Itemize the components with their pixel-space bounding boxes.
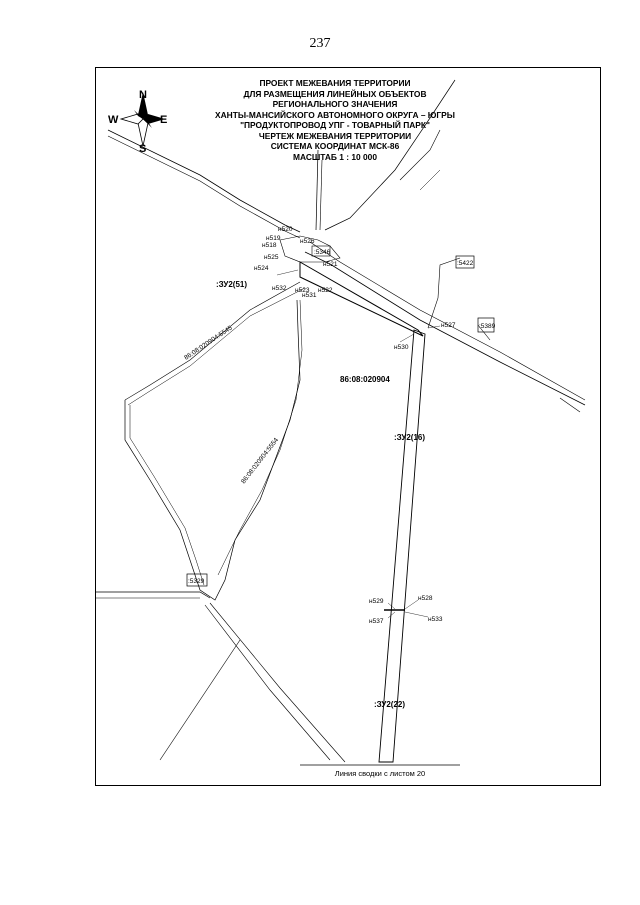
boundary-loop — [124, 299, 301, 601]
point-n523: н523 — [295, 287, 310, 294]
zone-label-zu16: :ЗУ2(16) — [394, 433, 425, 442]
point-n533: н533 — [428, 616, 443, 623]
title-line: ПРОЕКТ МЕЖЕВАНИЯ ТЕРРИТОРИИ — [259, 78, 411, 88]
compass-west-label: W — [108, 114, 119, 126]
map-frame — [95, 67, 601, 786]
road-northwest-edge — [107, 135, 301, 239]
road-northeast — [324, 79, 456, 231]
point-n522: н522 — [318, 287, 333, 294]
point-n525: н525 — [264, 254, 279, 261]
point-n537: н537 — [369, 618, 384, 625]
title-line: РЕГИОНАЛЬНОГО ЗНАЧЕНИЯ — [272, 99, 398, 109]
boundary-5554 — [217, 299, 303, 576]
road-south-2 — [209, 602, 346, 763]
quarter-label: 86:08:020904 — [340, 375, 390, 384]
title-line: СИСТЕМА КООРДИНАТ МСК-86 — [270, 141, 400, 151]
road-north — [315, 149, 319, 231]
road-southwest — [96, 591, 211, 599]
compass-rose: N S W E — [108, 89, 167, 155]
parcel-5389-box — [477, 317, 495, 333]
point-n519: н519 — [266, 235, 281, 242]
road-5389 — [477, 324, 491, 341]
point-n531: н531 — [302, 292, 317, 299]
zone-label-zu22: :ЗУ2(22) — [374, 700, 405, 709]
point-n529: н529 — [369, 598, 384, 605]
sheet-link-label: Линия сводки с листом 20 — [334, 769, 426, 778]
boundary-5545 — [124, 281, 301, 401]
point-n520: н520 — [278, 226, 293, 233]
parcel-label-5346: :5346 — [314, 249, 331, 256]
boundary-loop-inner — [129, 405, 205, 586]
page-number: 237 — [309, 36, 331, 51]
point-n521: н521 — [323, 261, 338, 268]
point-n526: н526 — [300, 238, 315, 245]
road-east-tail — [559, 397, 581, 413]
corridor-zu51 — [299, 261, 424, 337]
road-north-2 — [319, 159, 323, 231]
map-title-block: ПРОЕКТ МЕЖЕВАНИЯ ТЕРРИТОРИИ ДЛЯ РАЗМЕЩЕН… — [200, 78, 470, 162]
road-south-1 — [204, 604, 331, 761]
compass-south-label: S — [139, 143, 146, 155]
road-east — [304, 251, 586, 406]
parcel-5346-box — [311, 245, 331, 257]
parcel-label-5554: 86:08:020904:5554 — [240, 436, 280, 485]
title-line: МАСШТАБ 1 : 10 000 — [293, 151, 377, 162]
zone-label-zu51: :ЗУ2(51) — [216, 280, 247, 289]
parcel-label-5329: :5329 — [188, 578, 205, 585]
title-line: ДЛЯ РАЗМЕЩЕНИЯ ЛИНЕЙНЫХ ОБЪЕКТОВ — [243, 88, 427, 99]
corridor-zu16 — [378, 329, 426, 763]
compass-east-label: E — [160, 114, 167, 126]
title-line: ХАНТЫ-МАНСИЙСКОГО АВТОНОМНОГО ОКРУГА – Ю… — [215, 109, 455, 120]
point-n518: н518 — [262, 242, 277, 249]
parcel-label-5545: 86:08:020904:5545 — [183, 324, 234, 361]
point-n532: н532 — [272, 285, 287, 292]
compass-north-label: N — [139, 89, 147, 101]
parcel-5329-box — [186, 573, 208, 587]
road-south-3 — [159, 639, 241, 761]
parcel-5422-box — [455, 255, 475, 269]
point-n528: н528 — [418, 595, 433, 602]
boundary-5545-edge — [127, 287, 306, 406]
road-northwest — [107, 129, 301, 233]
point-n524: н524 — [254, 265, 269, 272]
title-line: "ПРОДУКТОПРОВОД УПГ - ТОВАРНЫЙ ПАРК" — [240, 120, 430, 130]
point-n527: н527 — [441, 322, 456, 329]
title-line: ЧЕРТЕЖ МЕЖЕВАНИЯ ТЕРРИТОРИИ — [258, 130, 412, 141]
point-n530: н530 — [394, 344, 409, 351]
parcel-label-5422: :5422 — [457, 260, 474, 267]
road-5422 — [427, 257, 461, 329]
road-north-diag — [419, 169, 441, 191]
road-northeast-2 — [399, 129, 441, 181]
parcel-label-5389: :5389 — [479, 323, 496, 330]
